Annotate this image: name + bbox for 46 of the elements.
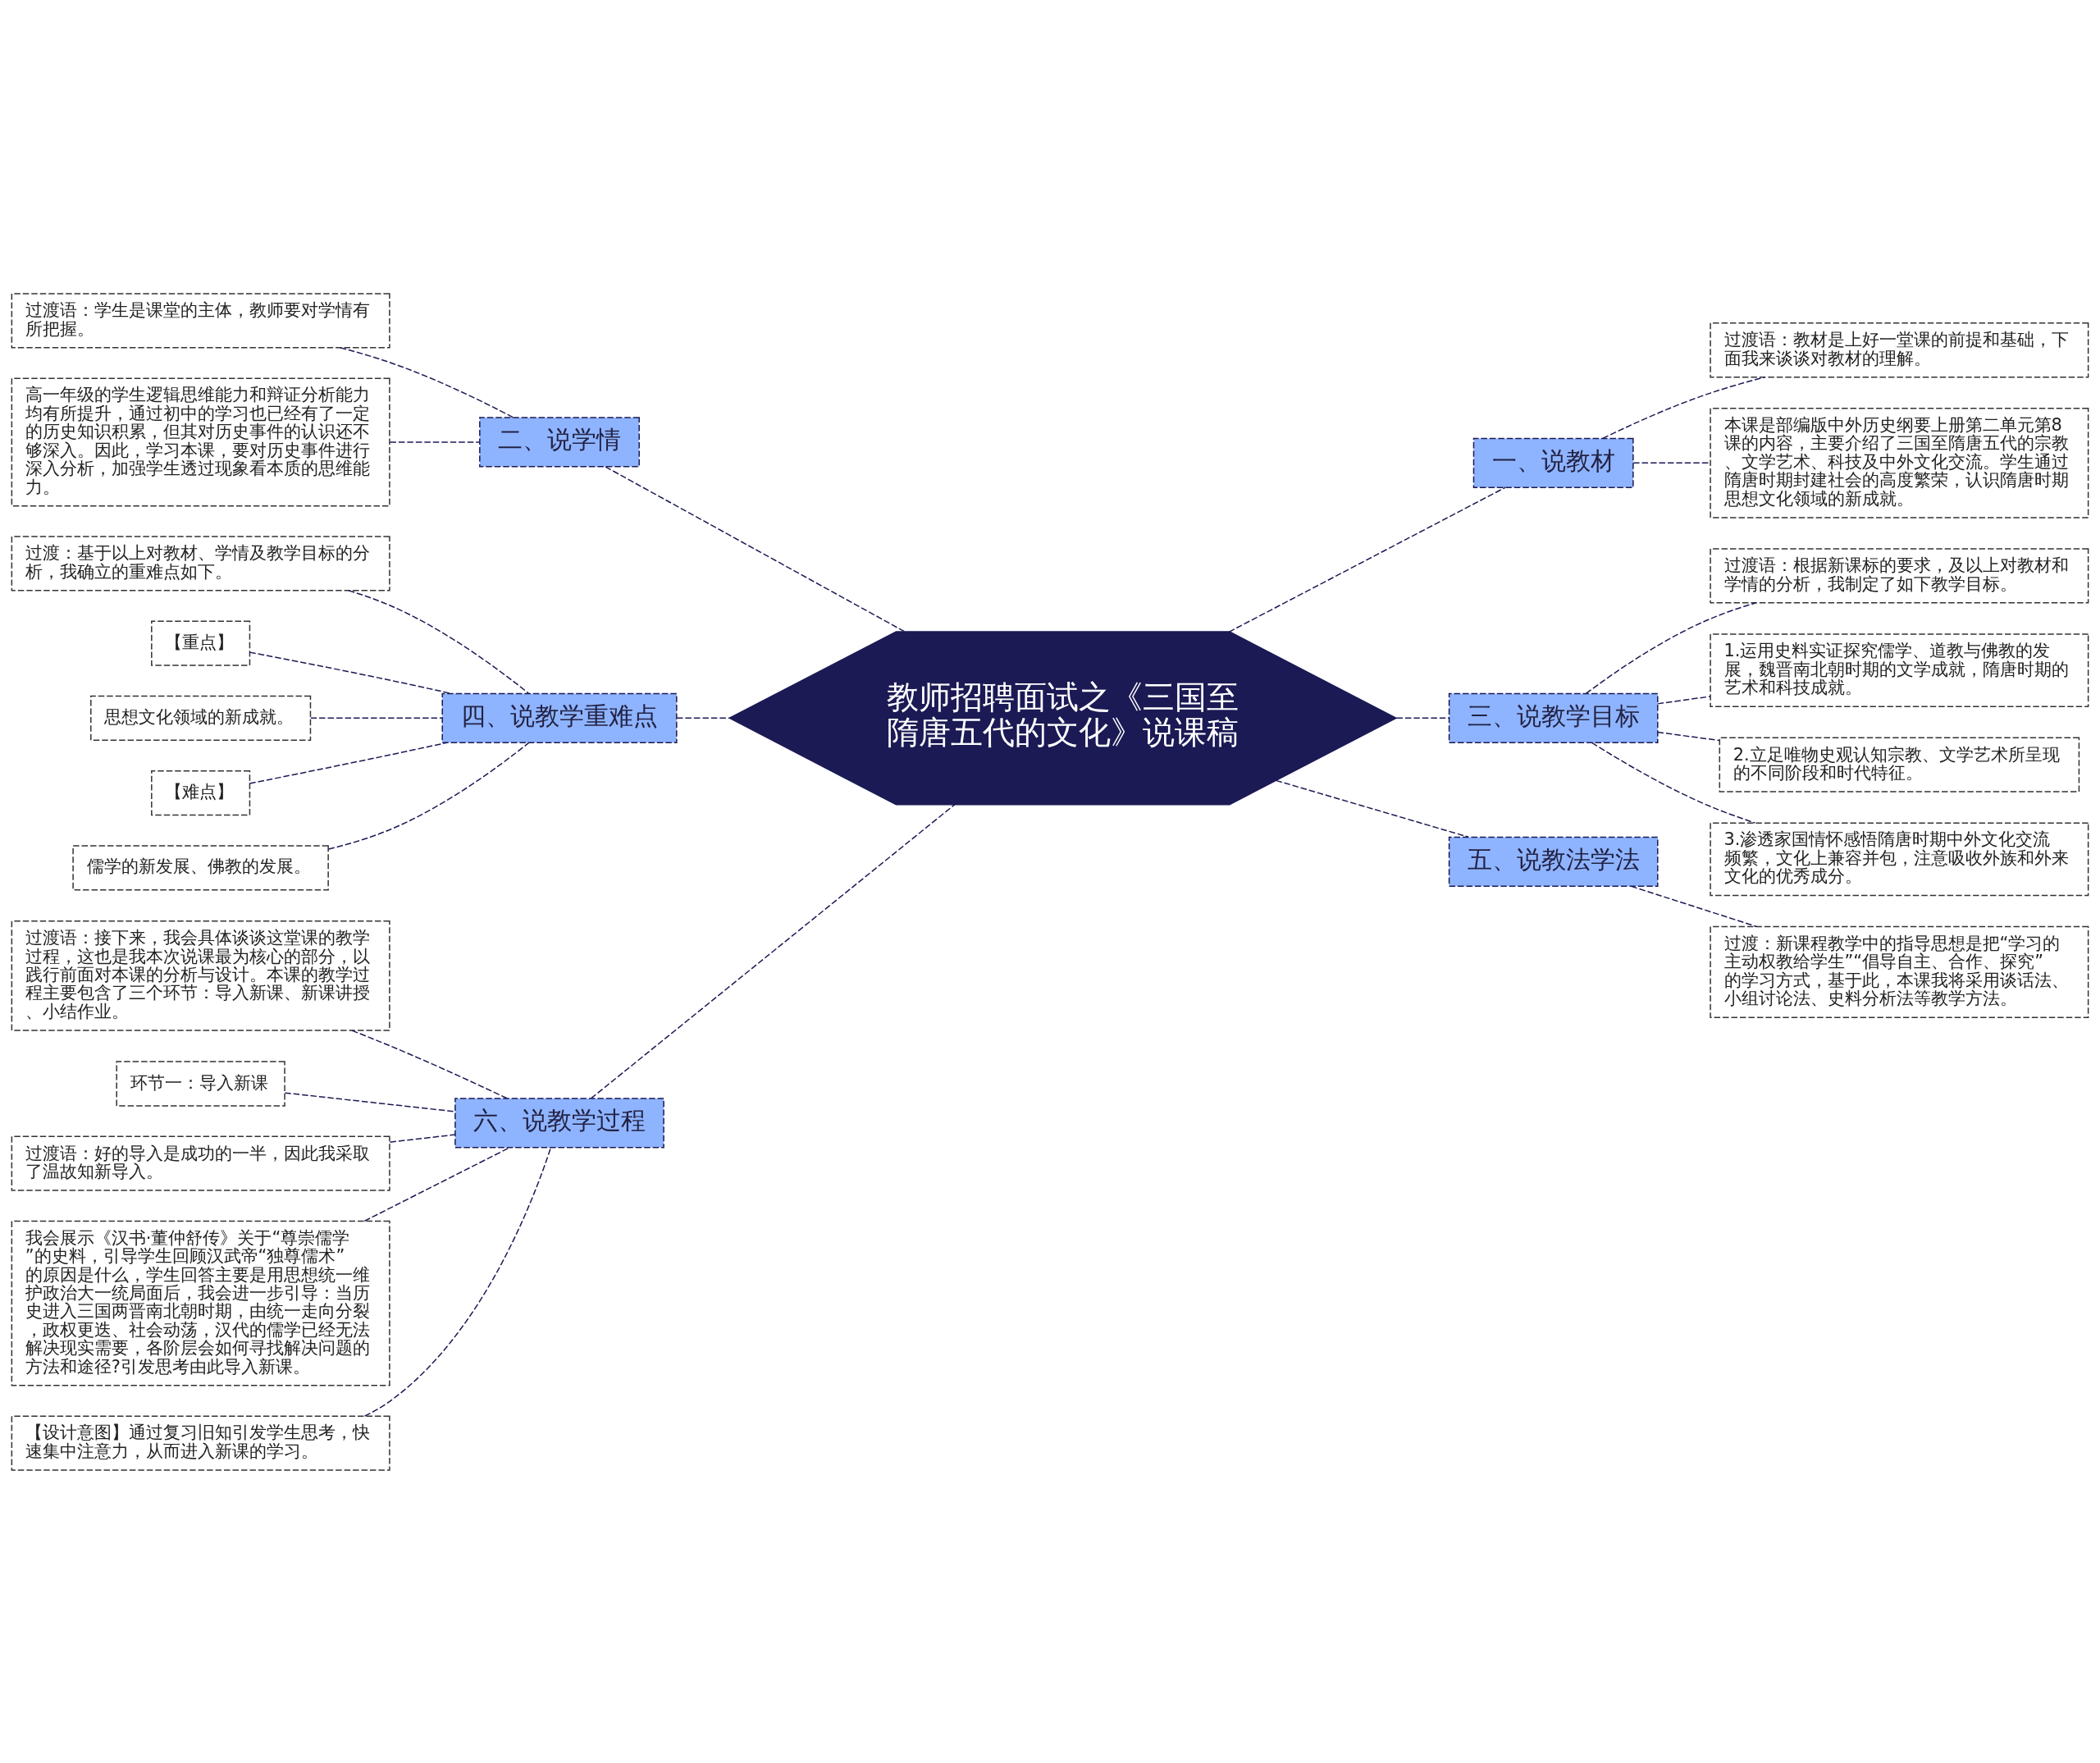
- node-box: 1.运用史料实证探究儒学、道教与佛教的发展，魏晋南北朝时期的文学成就，隋唐时期的艺术和科技成就。: [1710, 633, 2089, 707]
- node-box: 思想文化领域的新成就。: [90, 695, 312, 741]
- node-box: 3.渗透家国情怀感悟隋唐时期中外文化交流频繁，文化上兼容并包，注意吸收外族和外来文化的优秀成分。: [1710, 821, 2089, 896]
- connector: [363, 1146, 552, 1417]
- node-box: 四、说教学重难点: [441, 692, 678, 743]
- node-box: 过渡语：好的导入是成功的一半，因此我采取了温故知新导入。: [11, 1135, 390, 1191]
- node-box: 过渡语：学生是课堂的主体，教师要对学情有所把握。: [11, 292, 390, 349]
- connector: [389, 1133, 456, 1143]
- node-box: 过渡：基于以上对教材、学情及教学目标的分析，我确立的重难点如下。: [11, 535, 390, 591]
- node-box: 2.立足唯物史观认知宗教、文学艺术所呈现的不同阶段和时代特征。: [1719, 737, 2080, 792]
- node-box: 过渡语：教材是上好一堂课的前提和基础，下面我来谈谈对教材的理解。: [1710, 322, 2089, 377]
- node-box: 过渡语：接下来，我会具体谈谈这堂课的教学过程，这也是我本次说课最为核心的部分，以践行前面对本课的分析与设计。本课的教学过程主要包含了三个环节：导入新课、新课讲授、小结作业。: [11, 920, 390, 1031]
- node-box: 本课是部编版中外历史纲要上册第二单元第8课的内容，主要介绍了三国至隋唐五代的宗教、文学艺术、科技及中外文化交流。学生通过隋唐时期封建社会的高度繁荣，认识隋唐时期思想文化领域的新成就。: [1710, 407, 2089, 518]
- node-box: 【重点】: [151, 620, 251, 666]
- connector: [1657, 695, 1711, 705]
- node-box: 【设计意图】通过复习旧知引发学生思考，快速集中注意力，从而进入新课的学习。: [11, 1414, 390, 1471]
- node-box: 五、说教法学法: [1448, 836, 1659, 887]
- node-box: 过渡：新课程教学中的指导思想是把“学习的主动权教给学生”“倡导自主、合作、探究”的学习方式，基于此，本课我将采用谈话法、小组讨论法、史料分析法等教学方法。: [1710, 925, 2089, 1018]
- connector: [1657, 731, 1720, 741]
- node-box: 三、说教学目标: [1448, 692, 1659, 743]
- connector: [249, 651, 452, 694]
- connector: [676, 717, 730, 719]
- connector: [389, 441, 481, 443]
- node-box: 环节一：导入新课: [116, 1060, 285, 1107]
- node-box: 六、说教学过程: [454, 1097, 664, 1148]
- connector: [1602, 376, 1766, 439]
- connector: [1591, 742, 1756, 824]
- node-box: 儒学的新发展、佛教的发展。: [72, 844, 329, 890]
- node-box: 二、说学情: [479, 416, 640, 468]
- connector: [351, 1029, 508, 1099]
- node-box: 高一年级的学生逻辑思维能力和辩证分析能力均有所提升，通过初中的学习也已经有了一定的历史知识积累，但其对历史事件的认识还不够深入。因此，学习本课，要对历史事件进行深入分析，加强学生透过现象看本质的思维能力。: [11, 377, 390, 506]
- node-box: 过渡语：根据新课标的要求，及以上对教材和学情的分析，我制定了如下教学目标。: [1710, 547, 2089, 604]
- connector: [363, 1146, 510, 1222]
- connector: [310, 717, 443, 719]
- connector: [1228, 486, 1506, 633]
- connector: [605, 465, 906, 633]
- connector: [1275, 779, 1469, 838]
- connector: [348, 589, 530, 694]
- connector: [249, 742, 448, 784]
- connector: [327, 742, 530, 850]
- connector: [284, 1091, 456, 1112]
- connector: [591, 803, 956, 1098]
- node-box: 一、说教材: [1472, 437, 1634, 488]
- node-box: 【难点】: [151, 770, 251, 815]
- node-box: 我会展示《汉书·董仲舒传》关于“尊崇儒学”的史料，引导学生回顾汉武帝“独尊儒术”的原因是什么，学生回答主要是用思想统一维护政治大一统局面后，我会进一步引导：当历史进入三国两晋南北朝时期，由统一走向分裂，政权更迭、社会动荡，汉代的儒学已经无法解决现实需要，各阶层会如何寻找解决问题的方法和途径?引发思考由此导入新课。: [11, 1220, 390, 1386]
- connector: [1395, 717, 1449, 719]
